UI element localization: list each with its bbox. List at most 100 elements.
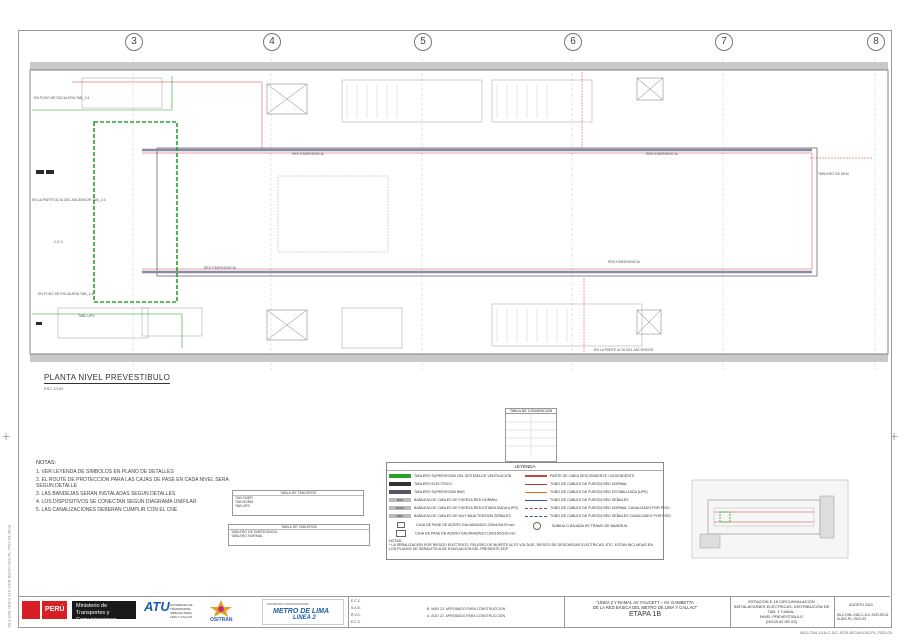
note-item: 5. LAS CANALIZACIONES DEBERAN CUMPLIR CO…: [36, 507, 178, 513]
peru-label: PERÚ: [42, 601, 68, 619]
legend-swatch: [525, 515, 547, 517]
project-line-2: DE LA RED BÁSICA DEL METRO DE LIMA Y CAL…: [592, 605, 698, 610]
grid-axis-7: 7: [715, 33, 733, 51]
legend-notes-text: * LA SEÑALIZACION POR RIESGO ELECTRICO, …: [389, 543, 653, 551]
grid-axis-5: 5: [414, 33, 432, 51]
label-tablero-dem: TABLERO DE DEM: [818, 172, 849, 176]
atu-logo: ATU: [144, 599, 170, 614]
table-tableros-1-title: TABLA DE TABLEROS: [233, 491, 363, 496]
plan-title: PLANTA NIVEL PREVESTIBULO: [44, 373, 171, 384]
table-tableros-2: TABLA DE TABLEROS TABLERO DE EMERGENCIA …: [228, 524, 370, 546]
project-line-1: "LÍNEA 2 Y RAMAL AV. FAUCETT – AV. GAMBE…: [596, 600, 694, 605]
peru-shield-icon: [22, 601, 40, 619]
revision-code: A: [427, 614, 430, 618]
drawing-line-2: INSTALACIONES ELÉCTRICAS: DISTRIBUCIÓN D…: [733, 604, 830, 614]
ministry-label: Ministerio de Transportes y Comunicacion…: [72, 601, 136, 623]
legend-swatch: BUPS: [389, 506, 411, 511]
legend-item-label: BANDEJA DE CABLES DE FUERZA RED NORMAL: [414, 498, 498, 502]
floor-plan: EN FOSO DE ESCALERA TAB_1.5 EN FOSO DE E…: [22, 58, 890, 370]
legend-swatch: [533, 522, 541, 530]
legend-swatch: BNN: [389, 498, 411, 503]
legend-swatch: [525, 507, 547, 509]
legend-item-label: TABLERO SUPERVISION DEL SISTEMA DE VENTI…: [414, 474, 512, 478]
note-item: 2. EL ROUTE DE PROTECCION PARA LAS CAJAS…: [36, 477, 229, 489]
drawing-line-4: (HOJA 02 DE 03): [766, 619, 797, 624]
legend-item: TABLERO ELECTRICO: [389, 482, 452, 487]
legend-swatch: [525, 475, 547, 478]
grid-axis-3: 3: [125, 33, 143, 51]
legend-swatch: [389, 482, 411, 487]
legend-item-label: TUBO DE CABLES DE FUERZA RED SEÑALES: [550, 498, 629, 502]
label-ce4: C.E.4: [54, 240, 63, 244]
legend-swatch: [396, 530, 406, 537]
table-row: TAB UPS: [235, 504, 250, 508]
legend-item: TABLERO SUPERVISION BMS: [389, 490, 465, 495]
floor-plan-drawing: [29, 58, 889, 370]
legend-swatch: [525, 483, 547, 485]
legend-swatch: [397, 522, 405, 528]
label-ascensor: EN LA PARTE ALTA DEL ASCENSOR TAB_1.6: [32, 198, 106, 202]
metro-line: LINEA 2: [293, 615, 316, 621]
legend-swatch: [389, 490, 411, 495]
table-tableros-2-title: TABLA DE TABLEROS: [229, 525, 369, 530]
label-red-emergencia-1: RED EMERGENCIA: [292, 152, 324, 156]
legend-item: TUBO DE CABLES DE FUERZA RED SEÑALES CAN…: [525, 514, 671, 518]
signer: E.C.C.: [351, 599, 362, 603]
legend-item: TUBO DE CABLES DE FUERZA RED NORMAL CANA…: [525, 506, 669, 510]
metro-logo: SOCIEDAD CONCESIONARIA METRO DE LIMA LIN…: [262, 599, 344, 625]
bottom-code: ML2-CML-018-C-11C-SCR-IECAN-DIS-PL-7522-…: [800, 630, 892, 635]
legend: LEYENDA TABLERO SUPERVISION DEL SISTEMA …: [386, 462, 671, 560]
table-row: TABLERO DE EMERGENCIA: [231, 530, 278, 534]
side-code-text: ML2-CML-018-C-11C-SCR-IECAN-DIS-PL-7522-…: [6, 524, 12, 628]
note-item: 3. LAS BANDEJAS SERAN INSTALADAS SEGUN D…: [36, 491, 176, 497]
key-map: [690, 478, 850, 560]
legend-item-label: CAJA DE PASE DE ACERO GALVANIZADO 150x15…: [415, 531, 516, 536]
grid-axis-4: 4: [263, 33, 281, 51]
legend-item-label: TUBO DE CABLES DE FUERZA RED NORMAL: [550, 482, 628, 486]
label-red-emergencia-4: RED EMERGENCIA: [608, 260, 640, 264]
table-row: TAB EMER: [235, 496, 253, 500]
title-block: PERÚ Ministerio de Transportes y Comunic…: [18, 596, 890, 627]
label-escalera-top: EN FOSO DE ESCALERA TAB_1.5: [34, 96, 90, 100]
atu-subtitle: AUTORIDAD DE TRANSPORTE URBANO PARA LIMA…: [170, 603, 193, 619]
revision-date: AGO 22: [431, 614, 444, 618]
drawing-code-block: AGOSTO 2024 ML2-CML-018-C-11C-SCR-IECAN-…: [834, 597, 891, 627]
metro-name: METRO DE LIMA: [273, 608, 329, 615]
legend-item-label: TUBO DE CABLES DE FUERZA RED NORMAL CANA…: [550, 506, 670, 510]
revision-row: A AGO 22 APROBADO PARA CONSTRUCCION: [427, 614, 505, 618]
table-convencion-title: TABLA DE CONVENCION: [506, 409, 556, 414]
drawing-title: ESTACIÓN E-16 CIRCUNVALACIÓN INSTALACION…: [730, 597, 832, 627]
drawing-line-1: ESTACIÓN E-16 CIRCUNVALACIÓN: [748, 599, 815, 604]
legend-item: CAJA DE PASE DE ACERO GALVANIZADO 100x10…: [389, 522, 514, 528]
legend-title: LEYENDA: [387, 463, 663, 471]
signer: S.A.E.: [351, 606, 361, 610]
legend-item-label: CAJA DE PASE DE ACERO GALVANIZADO 100x10…: [416, 522, 515, 527]
note-item: 4. LOS DISPOSITIVOS SE CONECTAN SEGUN DI…: [36, 499, 197, 505]
revision-code: B: [427, 607, 430, 611]
legend-item: PARTE DE LINEA DESCENDENTE / ASCENDENTE: [525, 474, 634, 478]
legend-notes-heading: NOTAS:: [389, 539, 403, 543]
ositran-label: OSITRAN: [210, 617, 233, 623]
revision-desc: APROBADO PARA CONSTRUCCION: [445, 614, 505, 618]
label-red-emergencia-2: RED EMERGENCIA: [646, 152, 678, 156]
revision-row: B MAR 23 APROBADO PARA CONSTRUCCION: [427, 607, 505, 611]
grid-axes: 3 4 5 6 7 8: [0, 0, 906, 60]
grid-axis-6: 6: [564, 33, 582, 51]
legend-item-label: BANDEJA DE CABLES DE MUY BAJA TENSION SE…: [414, 514, 511, 518]
label-escalera-bottom: EN FOSO DE ESCALERA TAB_1.4: [38, 292, 94, 296]
crosshair-icon: +: [890, 428, 899, 444]
legend-notes: NOTAS: * LA SEÑALIZACION POR RIESGO ELEC…: [389, 539, 659, 551]
table-convencion-grid: [506, 414, 556, 456]
drawing-date: AGOSTO 2024: [849, 603, 873, 607]
project-title: "LÍNEA 2 Y RAMAL AV. FAUCETT – AV. GAMBE…: [564, 597, 725, 627]
revision-table: E.C.C. S.A.E. R.V.C. E.C.C. B MAR 23 APR…: [348, 597, 559, 627]
legend-item-label: TABLERO SUPERVISION BMS: [414, 490, 465, 494]
legend-item: SUBIDA O BAJADA DE TRAMO DE BANDEJA: [525, 522, 627, 530]
legend-item: TUBO DE CABLES DE FUERZA RED NORMAL: [525, 482, 627, 486]
label-tablero-ups: TABL UPS: [78, 314, 95, 318]
signer: E.C.C.: [351, 620, 362, 624]
table-tableros-1: TABLA DE TABLEROS TAB EMER TAB NORM TAB …: [232, 490, 364, 516]
revision-desc: APROBADO PARA CONSTRUCCION: [445, 607, 506, 611]
legend-item-label: BANDEJA DE CABLES DE FUERZA RED ESTABILI…: [414, 506, 518, 510]
